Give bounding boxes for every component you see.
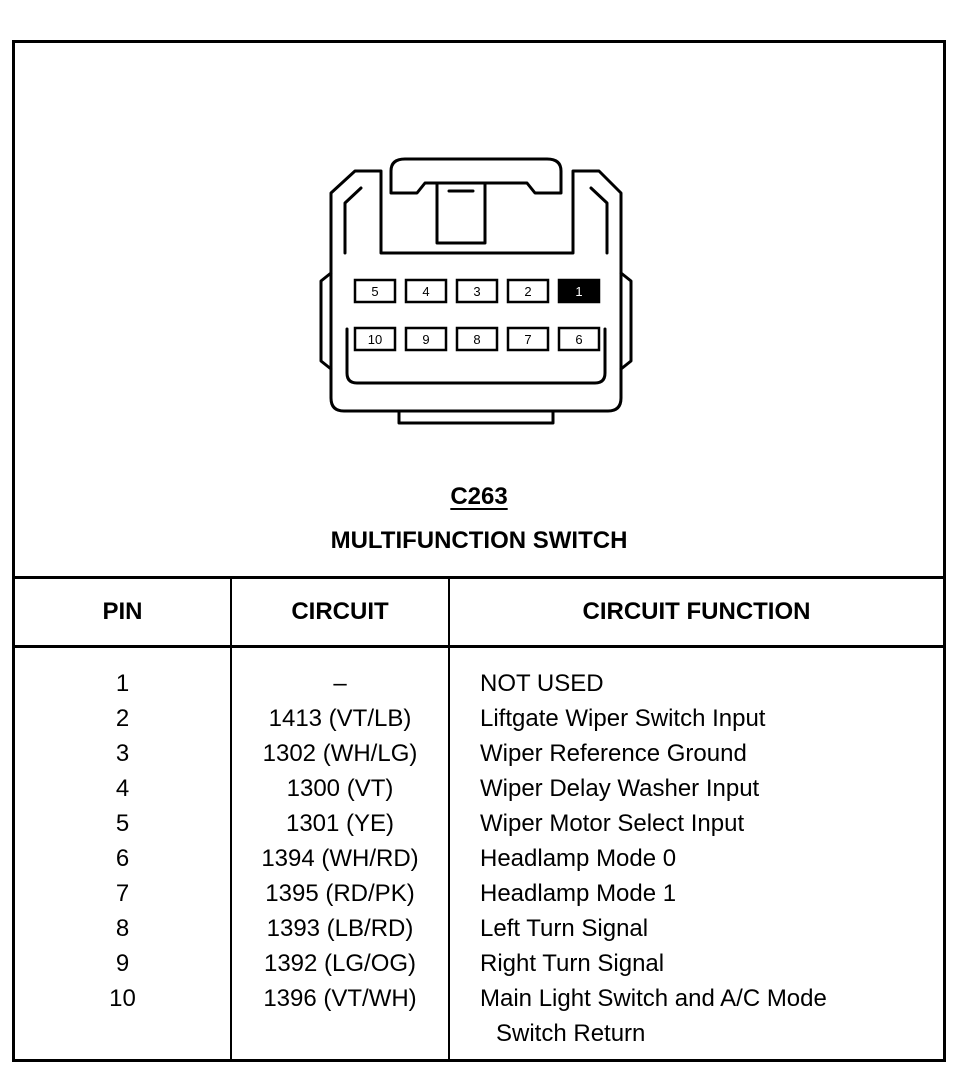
- pin-label: 9: [422, 332, 429, 347]
- center-lock-tab: [435, 181, 487, 245]
- table-row: 1 – NOT USED: [15, 666, 943, 701]
- circuit-function: Wiper Motor Select Input: [480, 810, 745, 837]
- table-body: 1 – NOT USED 2 1413 (VT/LB) Liftgate Wip…: [15, 666, 943, 1051]
- inner-shoulder-left: [343, 186, 363, 255]
- bottom-polarizing-key: [397, 409, 555, 425]
- connector-body-outline: [329, 169, 623, 413]
- circuit-id: 1302 (WH/LG): [262, 740, 418, 767]
- pin-cavity: 10: [353, 326, 397, 352]
- column-divider: [448, 576, 450, 1059]
- table-row: 5 1301 (YE) Wiper Motor Select Input: [15, 806, 943, 841]
- pin-label: 10: [368, 332, 382, 347]
- pin-cavity-box: [557, 326, 601, 352]
- pin-number: 2: [115, 705, 130, 732]
- pin-number: 10: [109, 985, 136, 1012]
- table-row: 10 1396 (VT/WH) Main Light Switch and A/…: [15, 981, 943, 1051]
- top-locking-tab: [389, 157, 563, 195]
- table-row: 9 1392 (LG/OG) Right Turn Signal: [15, 946, 943, 981]
- pin-label: 5: [371, 284, 378, 299]
- inner-shoulder-right: [589, 186, 609, 255]
- circuit-function: Liftgate Wiper Switch Input: [480, 705, 766, 732]
- pin-cavity: 2: [506, 278, 550, 304]
- pin-label: 6: [575, 332, 582, 347]
- pin-label: 3: [473, 284, 480, 299]
- pin-cavity-box: [455, 278, 499, 304]
- circuit-id: 1394 (WH/RD): [261, 845, 419, 872]
- pin-label: 8: [473, 332, 480, 347]
- pin-cavity-box: [557, 278, 601, 304]
- circuit-id: 1393 (LB/RD): [266, 915, 414, 942]
- pin-row-bottom: 10 9 8 7 6: [353, 326, 601, 352]
- header-pin: PIN: [102, 598, 143, 625]
- pin-cavity-box: [404, 326, 448, 352]
- header-circuit: CIRCUIT: [291, 598, 389, 625]
- inner-cavity-outline: [345, 327, 607, 385]
- table-row: 6 1394 (WH/RD) Headlamp Mode 0: [15, 841, 943, 876]
- pin-cavity: 8: [455, 326, 499, 352]
- connector-drawing: 5 4 3 2 1 10 9 8 7 6: [319, 157, 633, 425]
- pin-cavity: 9: [404, 326, 448, 352]
- diagram-frame: 5 4 3 2 1 10 9 8 7 6 C263 MULTIFUNCTION SWITCH P…: [12, 40, 946, 1062]
- circuit-function: Wiper Reference Ground: [480, 740, 747, 767]
- pin-number: 6: [115, 845, 130, 872]
- table-header-row: PIN CIRCUIT CIRCUIT FUNCTION: [15, 576, 943, 648]
- connector-id: C263: [450, 483, 508, 510]
- pin-cavity: 1: [557, 278, 601, 304]
- circuit-function: Headlamp Mode 0: [480, 845, 677, 872]
- circuit-function: Main Light Switch and A/C Mode Switch Re…: [480, 981, 940, 1051]
- circuit-id: 1301 (YE): [285, 810, 395, 837]
- pin-row-top: 5 4 3 2 1: [353, 278, 601, 304]
- circuit-id: 1392 (LG/OG): [263, 950, 417, 977]
- circuit-function: Left Turn Signal: [480, 915, 649, 942]
- table-row: 4 1300 (VT) Wiper Delay Washer Input: [15, 771, 943, 806]
- pin-cavity: 5: [353, 278, 397, 304]
- circuit-function-line: Main Light Switch and A/C Mode: [480, 985, 827, 1012]
- circuit-function: NOT USED: [480, 670, 604, 697]
- circuit-function: Right Turn Signal: [480, 950, 665, 977]
- pin-number: 3: [115, 740, 130, 767]
- circuit-function: Headlamp Mode 1: [480, 880, 677, 907]
- circuit-function: Wiper Delay Washer Input: [480, 775, 760, 802]
- pin-number: 1: [115, 670, 130, 697]
- pin-cavity-box: [353, 326, 397, 352]
- circuit-id: 1300 (VT): [286, 775, 394, 802]
- pin-table: PIN CIRCUIT CIRCUIT FUNCTION 1 – NOT USE…: [15, 576, 943, 1059]
- pin-cavity: 3: [455, 278, 499, 304]
- connector-diagram-panel: 5 4 3 2 1 10 9 8 7 6 C263 MULTIFUNCTION SWITCH: [15, 43, 943, 576]
- table-row: 3 1302 (WH/LG) Wiper Reference Ground: [15, 736, 943, 771]
- pin-cavity: 6: [557, 326, 601, 352]
- table-row: 7 1395 (RD/PK) Headlamp Mode 1: [15, 876, 943, 911]
- circuit-function-continuation: Switch Return: [496, 1020, 646, 1047]
- table-row: 8 1393 (LB/RD) Left Turn Signal: [15, 911, 943, 946]
- circuit-id: 1413 (VT/LB): [268, 705, 412, 732]
- pin-number: 9: [115, 950, 130, 977]
- pin-cavity: 7: [506, 326, 550, 352]
- column-divider: [230, 576, 232, 1059]
- connector-name: MULTIFUNCTION SWITCH: [330, 527, 628, 554]
- pin-cavity-box: [506, 278, 550, 304]
- pin-number: 8: [115, 915, 130, 942]
- pin-cavity-box: [353, 278, 397, 304]
- pin-number: 4: [115, 775, 130, 802]
- pin-label: 4: [422, 284, 429, 299]
- left-latch-ear: [319, 271, 333, 371]
- pin-number: 7: [115, 880, 130, 907]
- pin-label: 2: [524, 284, 531, 299]
- circuit-id: 1395 (RD/PK): [265, 880, 415, 907]
- circuit-id: 1396 (VT/WH): [263, 985, 417, 1012]
- right-latch-ear: [619, 271, 633, 371]
- table-row: 2 1413 (VT/LB) Liftgate Wiper Switch Inp…: [15, 701, 943, 736]
- pin-cavity-box: [404, 278, 448, 304]
- pin-label: 7: [524, 332, 531, 347]
- pin-cavity: 4: [404, 278, 448, 304]
- header-circuit-function: CIRCUIT FUNCTION: [582, 598, 811, 625]
- pin-cavity-box: [506, 326, 550, 352]
- circuit-id: –: [333, 670, 347, 697]
- pin-number: 5: [115, 810, 130, 837]
- pin-label: 1: [575, 284, 582, 299]
- pin-cavity-box: [455, 326, 499, 352]
